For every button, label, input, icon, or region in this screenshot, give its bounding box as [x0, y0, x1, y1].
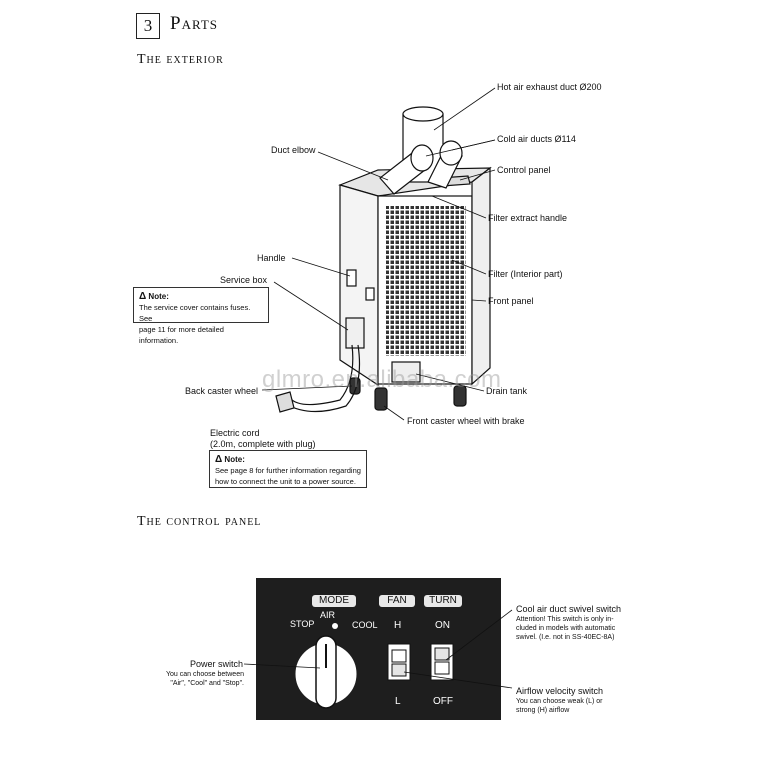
label-electric-cord-detail: (2.0m, complete with plug)	[210, 439, 316, 449]
fan-l-label: L	[395, 696, 401, 707]
control-panel-illustration: MODE FAN TURN AIR STOP COOL H ON L OFF	[256, 578, 501, 720]
label-back-caster-wheel: Back caster wheel	[185, 386, 259, 396]
watermark: glmro.en.alibaba.com	[262, 366, 502, 393]
label-front-caster-wheel: Front caster wheel with brake	[407, 416, 525, 426]
label-service-box: Service box	[220, 275, 268, 285]
panel-controls-svg	[295, 623, 454, 709]
power-switch-title: Power switch	[190, 659, 244, 669]
mode-label: MODE	[312, 595, 356, 607]
label-filter-handle: Filter extract handle	[488, 213, 568, 223]
turn-off-label: OFF	[433, 696, 453, 707]
swivel-switch-desc: Attention! This switch is only in- clude…	[516, 616, 616, 641]
note-heading: Δ Note:	[215, 454, 245, 465]
label-front-panel: Front panel	[488, 296, 534, 306]
airflow-switch-desc: You can choose weak (L) or strong (H) ai…	[516, 698, 603, 714]
label-duct-elbow: Duct elbow	[271, 145, 316, 155]
power-switch-desc: You can choose between "Air", "Cool" and…	[166, 671, 244, 687]
turn-label: TURN	[424, 595, 462, 607]
label-control-panel: Control panel	[497, 165, 551, 175]
label-filter: Filter (Interior part)	[488, 269, 563, 279]
label-handle: Handle	[257, 253, 286, 263]
label-cold-air-ducts: Cold air ducts Ø114	[497, 134, 576, 144]
section-title: Parts	[170, 13, 219, 34]
exterior-title: The exterior	[137, 52, 224, 67]
warning-triangle-icon: Δ	[139, 291, 147, 302]
mode-dot	[332, 623, 338, 629]
control-panel-title: The control panel	[137, 514, 262, 529]
note-text: The service cover contains fuses. See	[139, 303, 251, 323]
note-power-source: Δ Note: See page 8 for further informati…	[209, 450, 367, 488]
stop-label: STOP	[290, 619, 315, 629]
label-drain-tank: Drain tank	[486, 386, 528, 396]
air-label: AIR	[320, 610, 336, 620]
cool-label: COOL	[352, 620, 378, 630]
turn-on-label: ON	[435, 620, 450, 631]
note-text: how to connect the unit to a power sourc…	[215, 477, 356, 486]
fan-h-label: H	[394, 620, 402, 631]
note-text: See page 8 for further information regar…	[215, 466, 361, 475]
label-electric-cord: Electric cord	[210, 428, 260, 438]
note-service-cover: Δ Note: The service cover contains fuses…	[133, 287, 269, 345]
label-hot-air-duct: Hot air exhaust duct Ø200	[497, 82, 602, 92]
section-number: 3	[136, 13, 160, 39]
swivel-switch-title: Cool air duct swivel switch	[516, 604, 622, 614]
note-text: page 11 for more detailed information.	[139, 325, 224, 345]
warning-triangle-icon: Δ	[215, 454, 223, 465]
note-heading: Δ Note:	[139, 291, 169, 302]
fan-label: FAN	[379, 595, 415, 607]
airflow-switch-title: Airflow velocity switch	[516, 686, 604, 696]
